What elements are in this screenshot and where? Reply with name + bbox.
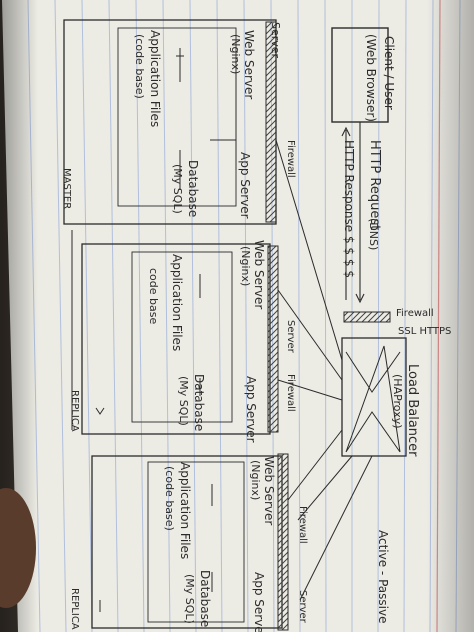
server-3-title: Server (297, 590, 308, 623)
server-3-db-sub: (My SQL) (183, 574, 196, 624)
firewall-top-label: Firewall (396, 308, 434, 319)
server-2-title: Server (285, 320, 296, 353)
server-2-firewall-label: Firewall (285, 374, 296, 412)
server-3-files: Application Files (178, 462, 192, 560)
server-2-web: Web Server (252, 240, 266, 310)
server-2-db-sub: (My SQL) (177, 376, 190, 426)
active-passive-label: Active - Passive (376, 530, 390, 624)
server-1-app: App Server (238, 152, 252, 219)
load-balancer-label: Load Balancer (405, 364, 420, 457)
server-3-firewall-label: Firewall (297, 506, 308, 544)
server-1-web-sub: (Nginx) (229, 34, 242, 75)
server-2-db: Database (192, 374, 206, 432)
response-label: HTTP Response $ $ $ $ (342, 140, 356, 278)
server-2-role: REPLICA (69, 390, 80, 432)
dns-label: (DNS) (367, 218, 380, 251)
server-1-files: Application Files (148, 30, 162, 128)
client-sub-label: (Web Browser) (364, 34, 378, 122)
request-label: HTTP Request (367, 140, 382, 231)
server-2-web-sub: (Nginx) (239, 246, 252, 287)
server-3-role: REPLICA (69, 588, 80, 630)
server-3-web-sub: (Nginx) (249, 460, 262, 501)
finger (0, 488, 36, 608)
server-3-app: App Server (252, 572, 266, 632)
server-1-db: Database (186, 160, 200, 218)
server-1-role: MASTER (61, 168, 72, 210)
ssl-label: SSL HTTPS (398, 326, 452, 337)
server-1-files-sub: (code base) (133, 34, 146, 99)
server-3-web: Web Server (262, 456, 276, 526)
load-balancer-sub-label: (HAProxy) (391, 374, 404, 429)
server-1-db-sub: (My SQL) (171, 164, 184, 214)
server-2-files-sub: code base (147, 268, 160, 325)
client-label: Client / User (382, 36, 396, 110)
server-1-firewall-label: Firewall (285, 140, 296, 178)
server-1-web: Web Server (242, 30, 256, 100)
server-3-files-sub: (code base) (163, 466, 176, 531)
server-2-files: Application Files (170, 254, 184, 352)
server-1-title: Server (269, 22, 282, 59)
server-2-app: App Server (244, 376, 258, 443)
server-3-db: Database (198, 570, 212, 628)
